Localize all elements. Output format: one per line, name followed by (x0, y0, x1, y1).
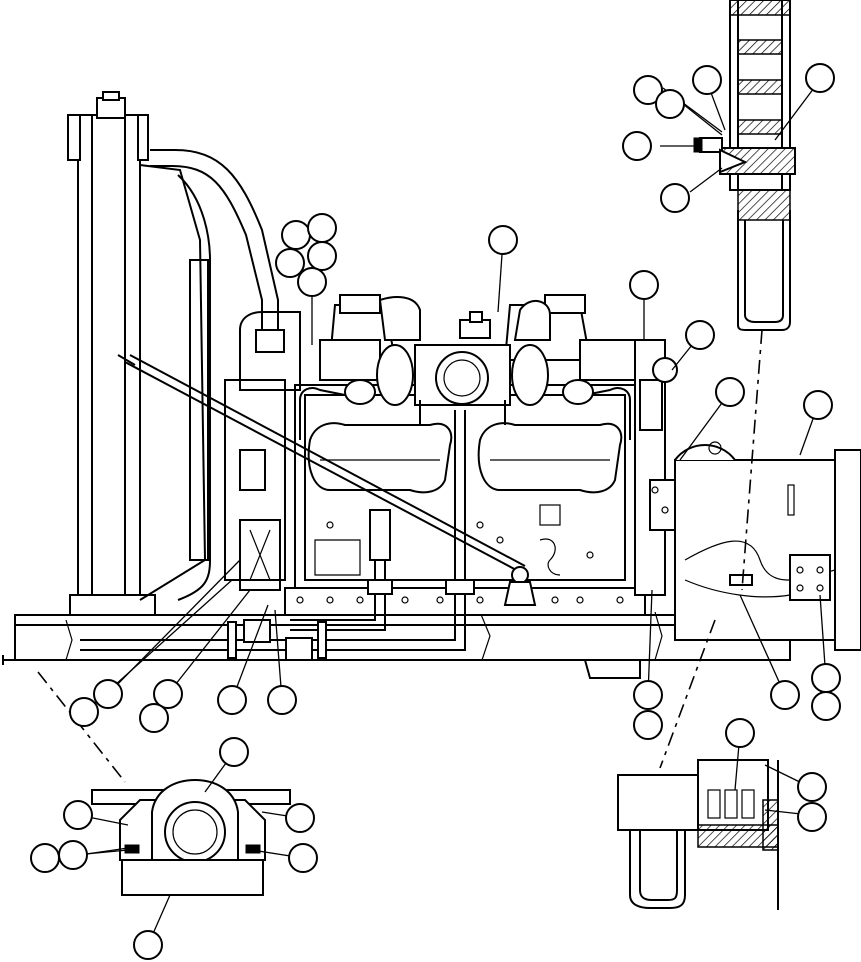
callout-balloon (93, 679, 123, 709)
callout-balloon (692, 65, 722, 95)
callout-balloon (275, 248, 305, 278)
callout-balloon (69, 697, 99, 727)
callout-balloon (655, 89, 685, 119)
callout-balloon (153, 679, 183, 709)
callout-balloon (633, 680, 663, 710)
callout-balloon (811, 691, 841, 721)
callout-balloons (30, 63, 841, 960)
callout-balloon (488, 225, 518, 255)
front-housing (634, 339, 678, 596)
callout-balloon (281, 220, 311, 250)
callout-balloon (633, 75, 663, 105)
callout-balloon (63, 800, 93, 830)
detail-reference-lines (37, 329, 763, 783)
callout-balloon (622, 131, 652, 161)
callout-balloon (797, 772, 827, 802)
callout-balloon (219, 737, 249, 767)
callout-balloon (307, 241, 337, 271)
callout-balloon (285, 803, 315, 833)
callout-balloon (288, 843, 318, 873)
callout-balloon (133, 930, 163, 960)
detail-isolator-mount (91, 778, 291, 896)
generator (674, 441, 861, 651)
callout-balloon (217, 685, 247, 715)
callout-balloon (307, 213, 337, 243)
detail-clamp (617, 759, 779, 910)
callout-balloon (660, 183, 690, 213)
callout-balloon (797, 802, 827, 832)
callout-balloon (633, 710, 663, 740)
exhaust-manifolds (299, 387, 631, 494)
callout-balloon (58, 840, 88, 870)
callout-balloon (139, 703, 169, 733)
turbochargers (319, 294, 636, 425)
upper-radiator-hose (150, 149, 285, 353)
coolant-pipes (80, 410, 475, 661)
radiator (67, 91, 207, 616)
base-frame (2, 611, 791, 679)
callout-balloon (297, 267, 327, 297)
callout-balloon (685, 320, 715, 350)
callout-balloon (267, 685, 297, 715)
callout-balloon (30, 843, 60, 873)
callout-balloon (805, 63, 835, 93)
callout-balloon (803, 390, 833, 420)
callout-balloon (770, 680, 800, 710)
callout-balloon (715, 377, 745, 407)
callout-balloon (725, 718, 755, 748)
callout-balloon (629, 270, 659, 300)
callout-balloon (811, 663, 841, 693)
fan-shroud (177, 174, 211, 601)
detail-exhaust-section (693, 0, 796, 331)
